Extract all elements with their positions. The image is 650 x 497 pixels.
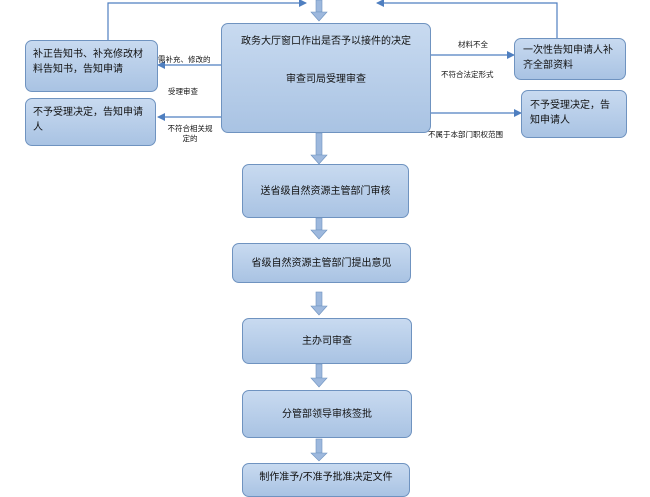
step-lead-department-box: 主办司审查 [242, 318, 412, 364]
step-provincial-opinion-text: 省级自然资源主管部门提出意见 [251, 257, 392, 269]
step-provincial-opinion-box: 省级自然资源主管部门提出意见 [232, 243, 411, 283]
one-time-notice-text: 一次性告知申请人补齐全部资料 [523, 45, 613, 71]
step-provincial-review-box: 送省级自然资源主管部门审核 [242, 164, 409, 218]
main-decision-title: 政务大厅窗口作出是否予以接件的决定 [241, 36, 411, 47]
flow-arrow-2 [310, 291, 328, 316]
left-rejection-box: 不予受理决定，告知申请人 [25, 98, 156, 146]
label-accept-review: 受理审查 [168, 87, 198, 96]
flow-arrow-main-down [310, 132, 328, 165]
label-need-supplement: 需补充、修改的 [158, 55, 211, 64]
flowchart-canvas [107, 0, 558, 462]
step-leader-approval-box: 分管部领导审核签批 [242, 390, 412, 438]
step-leader-approval-text: 分管部领导审核签批 [282, 408, 372, 420]
step-decision-document-text: 制作准予/不准予批准决定文件 [259, 472, 393, 483]
right-rejection-box: 不予受理决定，告知申请人 [521, 90, 627, 138]
loop-line-right [376, 0, 558, 40]
main-decision-subtitle: 审查司局受理审查 [286, 74, 366, 85]
main-decision-box: 政务大厅窗口作出是否予以接件的决定 审查司局受理审查 [221, 23, 431, 133]
flow-arrow-3 [310, 363, 328, 388]
loop-line-left [107, 0, 307, 40]
step-lead-department-text: 主办司审查 [302, 335, 352, 347]
left-rejection-text: 不予受理决定，告知申请人 [33, 107, 143, 133]
label-out-of-scope: 不属于本部门职权范围 [428, 130, 503, 139]
label-incomplete: 材料不全 [458, 40, 488, 49]
right-rejection-text: 不予受理决定，告知申请人 [530, 100, 610, 126]
label-wrong-format: 不符合法定形式 [441, 70, 494, 79]
correction-notice-box: 补正告知书、补充修改材料告知书，告知申请 [25, 40, 158, 92]
one-time-notice-box: 一次性告知申请人补齐全部资料 [514, 38, 626, 80]
step-provincial-review-text: 送省级自然资源主管部门审核 [260, 185, 391, 197]
flow-arrow-4 [310, 438, 328, 462]
correction-notice-text: 补正告知书、补充修改材料告知书，告知申请 [33, 49, 143, 75]
step-decision-document-box: 制作准予/不准予批准决定文件 [242, 463, 410, 497]
label-not-relevant: 不符合相关规定的 [167, 124, 213, 143]
flow-arrow-top [310, 0, 328, 22]
flow-arrow-1 [310, 217, 328, 240]
